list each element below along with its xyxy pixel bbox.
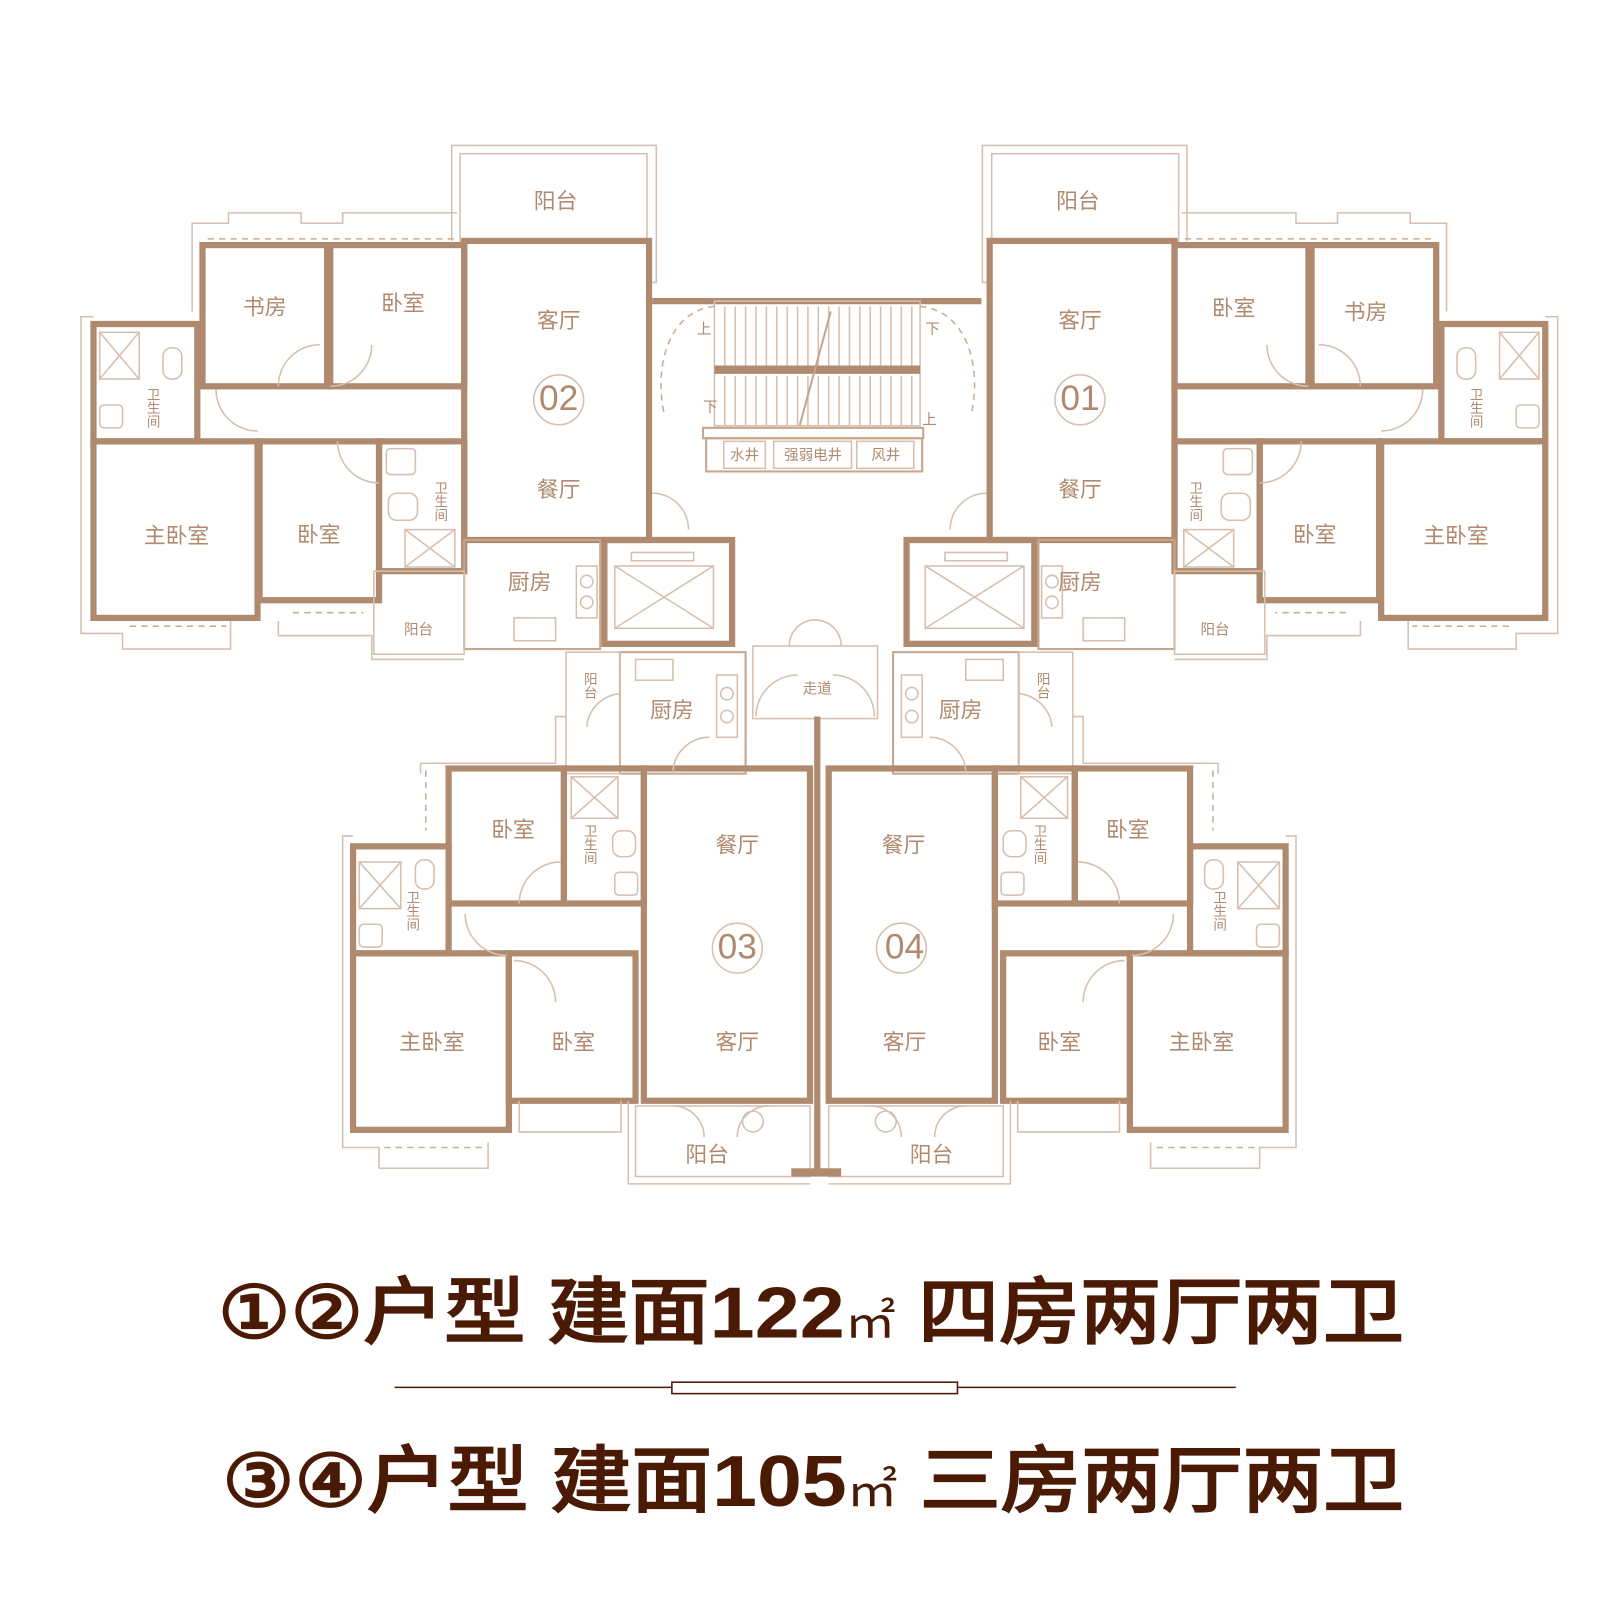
dining-room-label: 餐厅 — [882, 833, 926, 858]
area-value: 122 — [710, 1273, 845, 1354]
stair-core: 上 下 下 上 水井 强弱电井 风井 走道 — [652, 298, 982, 1177]
bedroom-label: 卧室 — [491, 818, 535, 843]
water-shaft-label: 水井 — [730, 447, 759, 464]
living-room-label: 客厅 — [537, 309, 581, 334]
corridor-label: 走道 — [803, 681, 832, 698]
unit-03-labels: 阳台 厨房 卧室 卫生间 餐厅 卫生间 03 主卧室 卧室 客厅 阳台 — [399, 672, 759, 1168]
balcony-label: 阳台 — [404, 621, 433, 638]
stair-down-label-2: 下 — [703, 400, 718, 416]
stair-up-label: 上 — [697, 321, 712, 338]
living-room-label: 客厅 — [883, 1031, 927, 1056]
balcony-label: 阳台 — [581, 672, 597, 700]
unit-02-plan — [81, 145, 732, 659]
air-shaft-label: 风井 — [871, 447, 900, 464]
master-bedroom-label: 主卧室 — [1169, 1031, 1234, 1056]
bathroom-label: 卫生间 — [1210, 890, 1227, 931]
electric-shaft-label: 强弱电井 — [784, 447, 842, 464]
unit-04-labels: 阳台 厨房 卧室 卫生间 餐厅 卫生间 04 主卧室 卧室 客厅 阳台 — [882, 672, 1235, 1168]
bedroom-label: 卧室 — [1212, 296, 1256, 321]
bedroom-label: 卧室 — [381, 291, 425, 316]
kitchen-label: 厨房 — [1058, 571, 1102, 596]
bedroom-label: 卧室 — [1293, 523, 1337, 548]
master-bedroom-label: 主卧室 — [399, 1031, 464, 1056]
bathroom-label: 卫生间 — [403, 890, 420, 931]
unit-number: 02 — [539, 379, 578, 418]
living-room-label: 客厅 — [1058, 309, 1102, 334]
balcony-label: 阳台 — [1200, 621, 1229, 638]
type-label: 户型 — [363, 1273, 525, 1354]
unit-02-labels: 阳台 书房 卧室 客厅 02 餐厅 卫生间 卫生间 主卧室 卧室 厨房 阳台 — [144, 190, 581, 639]
bathroom-label: 卫生间 — [1467, 388, 1484, 429]
stair-down-label: 下 — [925, 322, 940, 338]
unit-ids: ①② — [218, 1273, 363, 1354]
area-value: 105 — [712, 1441, 847, 1522]
area-label: 建面 — [551, 1441, 712, 1522]
area-unit: ㎡ — [845, 1297, 896, 1348]
unit-01-plan — [907, 145, 1558, 659]
unit-number: 04 — [885, 927, 924, 966]
layout-label: 三房两厅两卫 — [920, 1441, 1404, 1522]
study-label: 书房 — [243, 295, 287, 320]
dining-room-label: 餐厅 — [716, 833, 760, 858]
bathroom-label: 卫生间 — [581, 824, 598, 865]
bedroom-label: 卧室 — [551, 1031, 595, 1056]
layout-label: 四房两厅两卫 — [918, 1273, 1404, 1354]
unit-number: 03 — [718, 927, 757, 966]
study-label: 书房 — [1344, 301, 1388, 326]
bathroom-label: 卫生间 — [1186, 481, 1203, 522]
unit-number: 01 — [1060, 379, 1099, 418]
balcony-label: 阳台 — [1034, 672, 1050, 700]
living-room-label: 客厅 — [716, 1031, 760, 1056]
stair-steps — [724, 306, 913, 426]
kitchen-label: 厨房 — [939, 698, 983, 723]
bedroom-label: 卧室 — [1106, 818, 1150, 843]
kitchen-label: 厨房 — [650, 698, 694, 723]
bathroom-label: 卫生间 — [144, 388, 161, 429]
bathroom-label: 卫生间 — [1030, 824, 1047, 865]
balcony-label: 阳台 — [910, 1143, 954, 1168]
balcony-label: 阳台 — [534, 190, 578, 215]
balcony-label: 阳台 — [1056, 190, 1100, 215]
divider — [394, 1381, 1236, 1395]
kitchen-label: 厨房 — [508, 571, 552, 596]
area-label: 建面 — [548, 1273, 710, 1354]
type-label: 户型 — [367, 1441, 528, 1522]
unit-01-labels: 阳台 书房 卧室 客厅 01 餐厅 卫生间 卫生间 主卧室 卧室 厨房 阳台 — [1056, 190, 1489, 639]
balcony-label: 阳台 — [685, 1143, 729, 1168]
area-unit: ㎡ — [847, 1465, 898, 1516]
bedroom-label: 卧室 — [1037, 1031, 1081, 1056]
stair-up-label-2: 上 — [922, 412, 937, 429]
master-bedroom-label: 主卧室 — [144, 524, 209, 549]
master-bedroom-label: 主卧室 — [1423, 524, 1488, 549]
unit-ids: ③④ — [222, 1441, 367, 1522]
bathroom-label: 卫生间 — [431, 481, 448, 522]
dining-room-label: 餐厅 — [537, 478, 581, 503]
bedroom-label: 卧室 — [297, 523, 341, 548]
dining-room-label: 餐厅 — [1058, 478, 1102, 503]
